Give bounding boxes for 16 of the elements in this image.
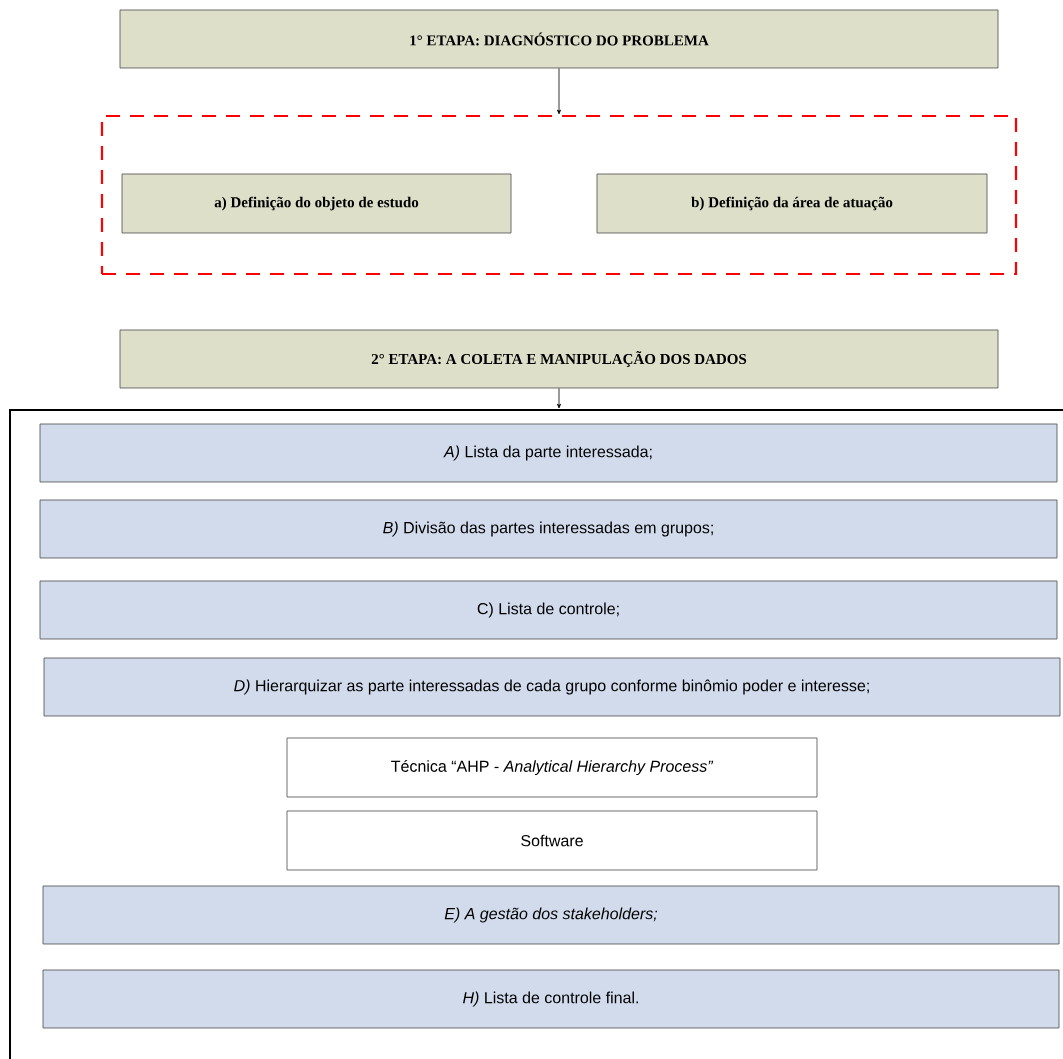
- arrow: [557, 68, 561, 115]
- group-frame: [9, 409, 1063, 1059]
- step-box: D) Hierarquizar as parte interessadas de cada grupo conforme binômio poder e interesse;: [43, 657, 1061, 717]
- tool-box: Software: [286, 810, 818, 871]
- stage-box: 2° ETAPA: A COLETA E MANIPULAÇÃO DOS DADOS: [119, 329, 999, 389]
- arrow: [557, 388, 561, 409]
- tool-box: Técnica “AHP - Analytical Hierarchy Process”: [286, 737, 818, 798]
- stage-box: b) Definição da área de atuação: [596, 173, 988, 234]
- step-box: C) Lista de controle;: [39, 580, 1058, 640]
- step-box: E) A gestão dos stakeholders;: [42, 885, 1060, 945]
- stage-box: a) Definição do objeto de estudo: [121, 173, 512, 234]
- step-box: B) Divisão das partes interessadas em grupos;: [39, 499, 1058, 559]
- group-frame: [100, 114, 1018, 276]
- step-box: H) Lista de controle final.: [42, 969, 1060, 1029]
- step-box: A) Lista da parte interessada;: [39, 423, 1058, 483]
- stage-box: 1° ETAPA: DIAGNÓSTICO DO PROBLEMA: [119, 9, 999, 69]
